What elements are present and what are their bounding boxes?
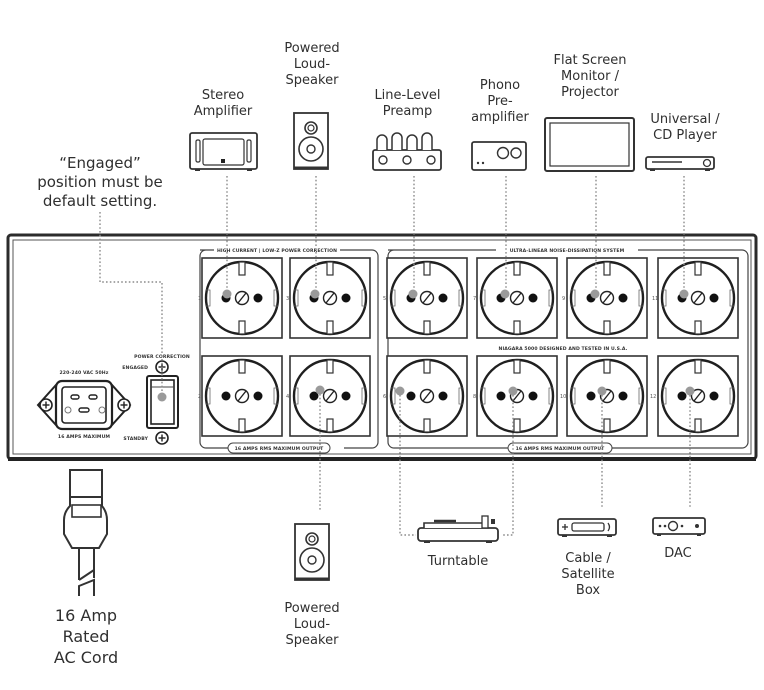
label-line: Pre- bbox=[487, 94, 513, 109]
label-universal-cd-player: Universal / CD Player bbox=[640, 112, 730, 144]
outlet-11 bbox=[656, 256, 740, 340]
label-stereo-amplifier: Stereo Amplifier bbox=[183, 88, 263, 120]
label-line: Loud- bbox=[293, 57, 331, 72]
tube-preamp-icon bbox=[372, 132, 442, 171]
bank1-footer: 16 AMPS RMS MAXIMUM OUTPUT bbox=[235, 446, 325, 452]
outlet-10 bbox=[565, 354, 649, 438]
outlet-number: 9 bbox=[562, 296, 565, 302]
outlet-number: 7 bbox=[473, 296, 476, 302]
outlet-number: 8 bbox=[473, 394, 476, 400]
iec-power-inlet[interactable] bbox=[36, 379, 132, 431]
standby-label: STANDBY bbox=[123, 436, 148, 442]
outlet-7 bbox=[475, 256, 559, 340]
outlet-5 bbox=[385, 256, 469, 340]
label-line-level-preamp: Line-Level Preamp bbox=[360, 88, 455, 120]
label-powered-loudspeaker-top: Powered Loud- Speaker bbox=[272, 41, 352, 89]
label-turntable: Turntable bbox=[418, 554, 498, 570]
label-line: amplifier bbox=[471, 110, 529, 125]
outlet-9 bbox=[565, 256, 649, 340]
outlet-number: 11 bbox=[652, 296, 658, 302]
label-line: Stereo bbox=[201, 88, 245, 103]
label-line: Powered bbox=[284, 601, 340, 616]
label-ac-cord: 16 Amp Rated AC Cord bbox=[36, 605, 136, 668]
label-powered-loudspeaker-bottom: Powered Loud- Speaker bbox=[272, 601, 352, 649]
outlet-8 bbox=[475, 354, 559, 438]
amplifier-icon bbox=[189, 132, 258, 171]
monitor-icon bbox=[544, 117, 635, 172]
label-line: CD Player bbox=[653, 128, 717, 143]
note-line: “Engaged” bbox=[59, 154, 141, 172]
label-line: Turntable bbox=[427, 554, 489, 569]
label-line: Monitor / bbox=[561, 69, 619, 84]
speaker-icon bbox=[292, 111, 330, 171]
outlet-number: 12 bbox=[650, 394, 656, 400]
label-line: Flat Screen bbox=[553, 53, 627, 68]
label-line: Amplifier bbox=[193, 104, 253, 119]
label-phono-preamplifier: Phono Pre- amplifier bbox=[460, 78, 540, 126]
bank1-title: HIGH CURRENT | LOW-Z POWER CORRECTION bbox=[217, 248, 337, 254]
connection-markers bbox=[157, 289, 695, 402]
outlet-number: 1 bbox=[198, 296, 201, 302]
outlet-number: 5 bbox=[383, 296, 386, 302]
outlet-2 bbox=[200, 354, 284, 438]
cd-player-icon bbox=[645, 156, 715, 171]
phono-preamp-icon bbox=[471, 141, 527, 171]
label-line: Line-Level bbox=[374, 88, 441, 103]
rear-panel: 1 3 5 7 9 11 2 4 6 8 10 12 HIGH CURRENT … bbox=[6, 233, 758, 461]
outlet-12 bbox=[656, 354, 740, 438]
ac-plug-icon bbox=[63, 469, 108, 596]
label-line: Cable / bbox=[565, 551, 611, 566]
screw-icon bbox=[117, 398, 131, 412]
outlet-3 bbox=[288, 256, 372, 340]
outlet-number: 4 bbox=[286, 394, 289, 400]
note-line: default setting. bbox=[42, 192, 158, 210]
outlet-1 bbox=[200, 256, 284, 340]
inlet-current-label: 16 AMPS MAXIMUM bbox=[58, 434, 110, 440]
label-line: Rated bbox=[62, 627, 110, 646]
label-line: DAC bbox=[664, 546, 692, 561]
outlet-number: 2 bbox=[198, 394, 201, 400]
label-dac: DAC bbox=[648, 546, 708, 562]
set-top-box-icon bbox=[557, 518, 617, 537]
note-line: position must be bbox=[37, 173, 163, 191]
inlet-voltage-label: 220-240 VAC 50Hz bbox=[60, 370, 109, 376]
bank2-footer: 16 AMPS RMS MAXIMUM OUTPUT bbox=[516, 446, 606, 452]
power-correction-switch[interactable] bbox=[146, 375, 179, 429]
label-line: Powered bbox=[284, 41, 340, 56]
leader-lines bbox=[99, 176, 691, 536]
label-line: Projector bbox=[561, 85, 619, 100]
label-line: Preamp bbox=[382, 104, 433, 119]
screw-icon bbox=[155, 431, 169, 445]
outlet-number: 3 bbox=[286, 296, 289, 302]
speaker-icon bbox=[293, 522, 331, 582]
power-correction-label: POWER CORRECTION bbox=[134, 354, 190, 360]
outlet-number: 10 bbox=[560, 394, 566, 400]
label-line: Universal / bbox=[650, 112, 720, 127]
engaged-note: “Engaged” position must be default setti… bbox=[25, 154, 175, 211]
bank2-title: ULTRA-LINEAR NOISE-DISSIPATION SYSTEM bbox=[510, 248, 625, 254]
label-line: Satellite bbox=[561, 567, 615, 582]
label-cable-satellite-box: Cable / Satellite Box bbox=[548, 551, 628, 599]
label-line: AC Cord bbox=[53, 648, 119, 667]
turntable-icon bbox=[417, 515, 499, 543]
label-line: Speaker bbox=[285, 633, 339, 648]
bank2-middle-label: NIAGARA 5000 DESIGNED AND TESTED IN U.S.… bbox=[499, 346, 628, 352]
label-line: 16 Amp bbox=[54, 606, 118, 625]
dac-icon bbox=[652, 517, 706, 536]
outlet-6 bbox=[385, 354, 469, 438]
label-line: Box bbox=[575, 583, 601, 598]
engaged-label: ENGAGED bbox=[122, 365, 148, 371]
screw-icon bbox=[39, 398, 53, 412]
outlet-number: 6 bbox=[383, 394, 386, 400]
label-line: Speaker bbox=[285, 73, 339, 88]
outlet-4 bbox=[288, 354, 372, 438]
label-line: Phono bbox=[479, 78, 521, 93]
label-flat-screen-monitor: Flat Screen Monitor / Projector bbox=[540, 53, 640, 101]
label-line: Loud- bbox=[293, 617, 331, 632]
